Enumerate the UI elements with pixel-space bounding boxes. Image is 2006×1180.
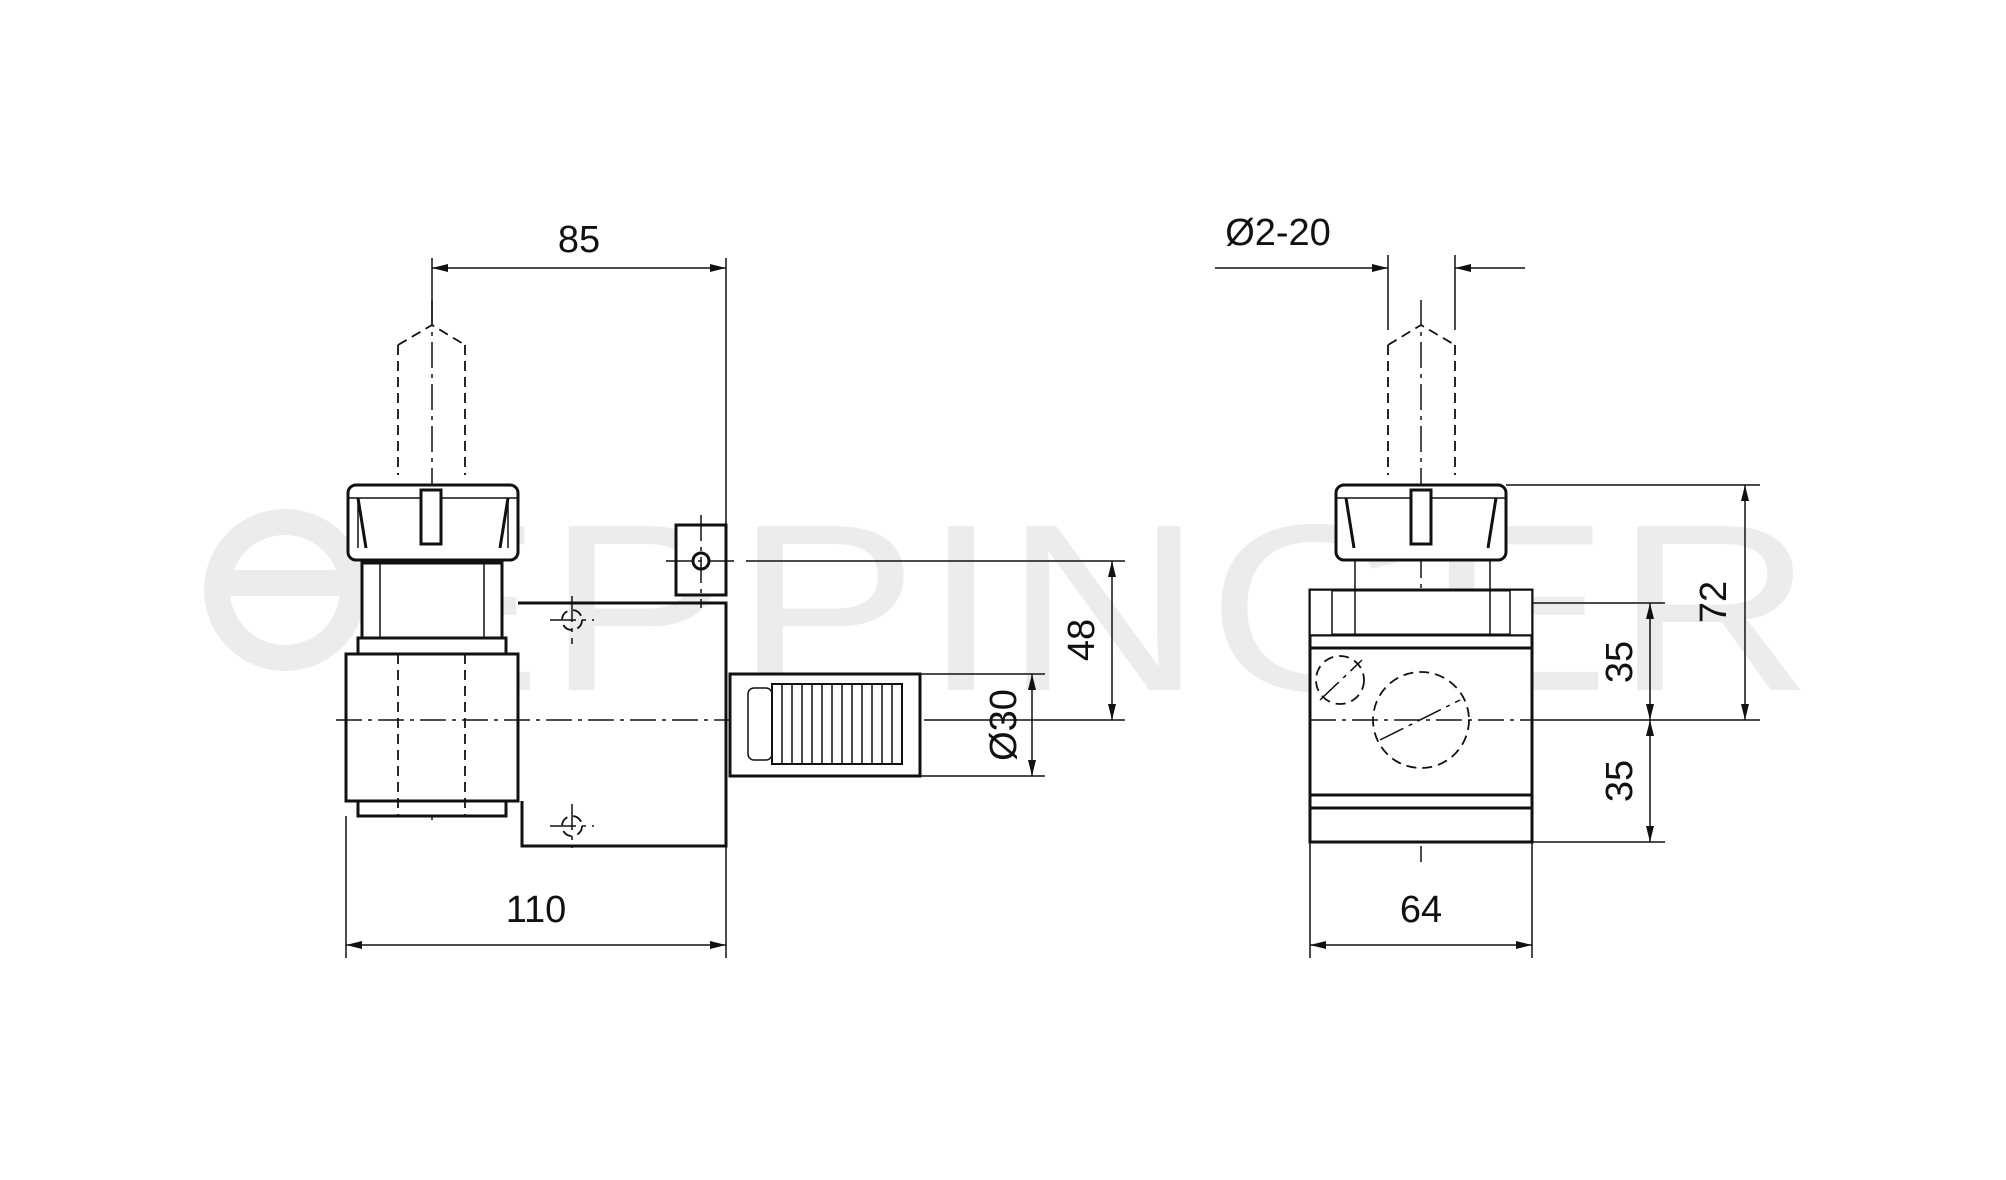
front-collet-nut (1334, 483, 1508, 562)
side-spindle-neck (356, 561, 508, 656)
side-vdi-shank (728, 672, 922, 778)
side-lower-housing (344, 652, 520, 818)
dim-72-label: 72 (1693, 581, 1735, 623)
watermark-logo-icon (204, 509, 366, 671)
dim-collet-range: Ø2-20 (1215, 212, 1525, 330)
dim-110: 110 (345, 816, 727, 958)
dim-85: 85 (431, 219, 727, 525)
front-housing (1308, 560, 1534, 844)
dim-48: 48 (746, 560, 1125, 721)
side-collet-nut (346, 483, 520, 562)
dim-48-label: 48 (1061, 619, 1103, 661)
dim-diameter-30-label: Ø30 (983, 689, 1025, 761)
dim-35-upper: 35 (1532, 602, 1665, 720)
dim-110-label: 110 (506, 889, 567, 931)
dim-35-lower: 35 (1532, 720, 1665, 843)
dim-35-lower-label: 35 (1599, 760, 1641, 802)
front-view: Ø2-20 72 35 35 64 (1215, 212, 1760, 958)
dim-64: 64 (1309, 842, 1533, 958)
dim-64-label: 64 (1400, 889, 1442, 931)
dim-35-upper-label: 35 (1599, 641, 1641, 683)
dim-72: 72 (1506, 484, 1760, 721)
dim-85-label: 85 (558, 219, 600, 261)
side-view: 85 110 48 Ø30 (336, 219, 1125, 958)
watermark: EPPINGER (204, 476, 1818, 741)
dim-collet-range-label: Ø2-20 (1225, 212, 1331, 254)
side-coolant-screw (666, 515, 736, 608)
dim-diameter-30: Ø30 (920, 673, 1045, 777)
watermark-text: EPPINGER (358, 476, 1818, 741)
